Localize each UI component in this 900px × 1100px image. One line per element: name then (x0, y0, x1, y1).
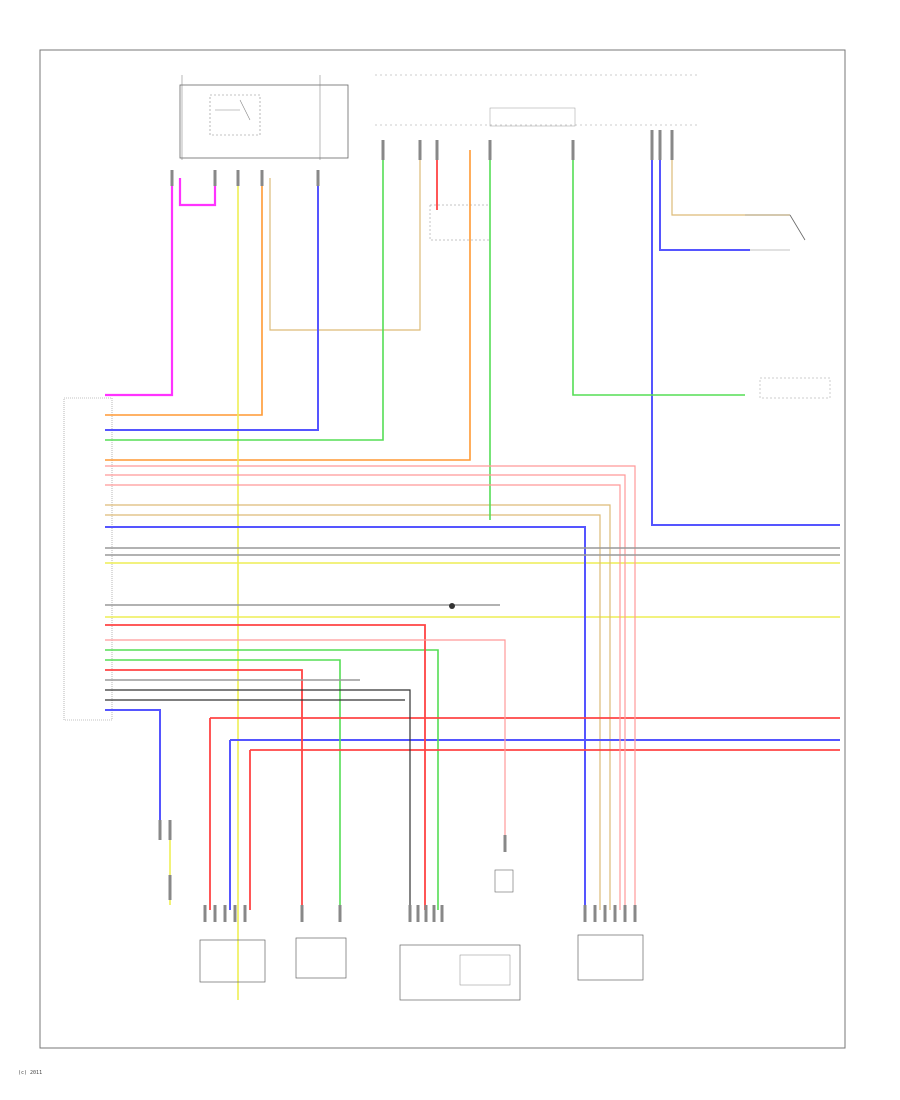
throttle-body-assembly (399, 905, 521, 1001)
evap-sensor (494, 835, 514, 893)
wire-blue (105, 130, 840, 910)
neutral-switch (759, 377, 831, 399)
diagram-border (39, 49, 846, 1049)
transmission-speed-sensor (295, 905, 347, 979)
wire-pink (105, 465, 636, 910)
throttle-position-sensor (199, 905, 266, 983)
brake-light-switch (745, 214, 806, 251)
wire-green (105, 150, 745, 910)
accelerator-pedal-position-sensor (577, 905, 644, 981)
footer-code: (c) 2011 (18, 1070, 43, 1076)
engine-control-module (63, 397, 113, 721)
wire-black (105, 689, 411, 910)
wire-magenta (105, 178, 217, 397)
ground-point (449, 603, 455, 609)
wire-gray (105, 547, 840, 681)
wire-yellow (105, 178, 840, 1000)
wire-red (105, 150, 840, 910)
top-connectors (170, 130, 674, 186)
wire-tan (105, 130, 790, 910)
vehicle-speed-sensor (158, 820, 172, 900)
relay-box (179, 75, 349, 160)
wire-orange (105, 150, 471, 461)
